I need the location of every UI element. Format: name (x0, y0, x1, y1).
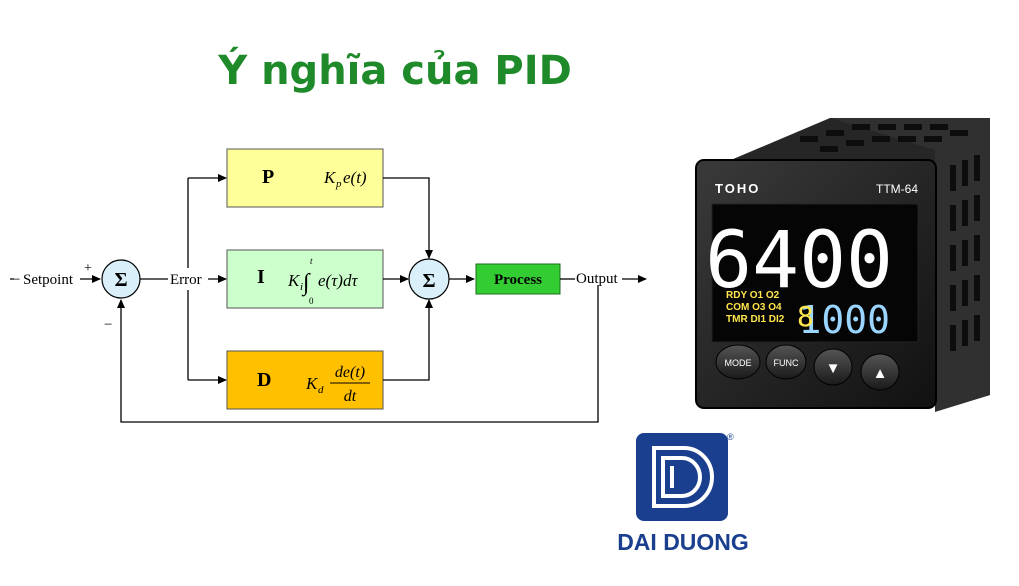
brand-label: TOHO (715, 181, 760, 196)
d-output-arrow (383, 299, 433, 381)
i-gain-subscript: i (300, 281, 303, 293)
d-gain: K (305, 374, 319, 393)
model-label: TTM-64 (876, 182, 918, 196)
up-button[interactable] (860, 353, 900, 391)
setpoint-label: Setpoint (23, 272, 74, 288)
p-gain: K (323, 168, 337, 187)
p-label: P (262, 166, 274, 188)
status-row-1: RDY O1 O2 (726, 290, 780, 301)
d-label: D (257, 369, 271, 391)
step-digit-display: 8 (797, 300, 814, 333)
plus-sign: + (84, 261, 92, 276)
error-label: Error (170, 272, 202, 288)
process-label: Process (494, 272, 542, 288)
d-gain-subscript: d (318, 384, 324, 396)
set-value-display: 1000 (798, 298, 890, 342)
i-expression: e(τ)dτ (318, 271, 358, 290)
d-block (226, 350, 384, 410)
func-button-label: FUNC (774, 358, 799, 368)
display-panel (711, 203, 919, 343)
logo-d-inner (661, 456, 702, 498)
dai-duong-logo: ® DAI DUONG (617, 432, 749, 555)
controller-device: TOHO TTM-64 6400 1000 RDY O1 O2 COM O3 O… (695, 118, 990, 412)
mode-button-label: MODE (725, 358, 752, 368)
page-title: Ý nghĩa của PID (218, 48, 572, 94)
p-output-arrow (383, 177, 433, 259)
integral-lower-limit: 0 (309, 296, 314, 306)
status-row-2: COM O3 O4 (726, 302, 782, 313)
up-arrow-icon: ▲ (873, 365, 888, 382)
i-block (226, 249, 384, 309)
p-gain-subscript: p (335, 178, 342, 190)
sigma-1: Σ (114, 269, 127, 291)
process-value-display: 6400 (705, 216, 893, 306)
registered-mark: ® (727, 432, 734, 442)
sigma-2: Σ (422, 270, 435, 292)
setpoint-label-bg (14, 270, 80, 288)
vent-slots (800, 124, 980, 351)
func-button[interactable] (765, 344, 807, 380)
feedback-loop (117, 285, 599, 423)
setpoint-dash: − (12, 272, 20, 288)
block-diagram: − Setpoint + − Σ Error P K p e(t) I K i … (10, 148, 647, 423)
status-row-3: TMR DI1 DI2 (726, 314, 785, 325)
minus-sign: − (104, 317, 112, 333)
i-gain: K (287, 271, 301, 290)
output-label: Output (576, 271, 619, 287)
logo-d-outer (652, 446, 714, 508)
p-expression: e(t) (343, 168, 367, 187)
down-arrow-icon: ▼ (826, 360, 841, 377)
d-numerator: de(t) (335, 364, 365, 381)
logo-text: DAI DUONG (617, 529, 749, 555)
i-label: I (257, 266, 265, 288)
d-denominator: dt (344, 388, 357, 405)
integral-upper-limit: t (310, 256, 313, 266)
down-button[interactable] (813, 348, 853, 386)
integral-sign: ∫ (301, 270, 311, 297)
mode-button[interactable] (715, 344, 761, 380)
